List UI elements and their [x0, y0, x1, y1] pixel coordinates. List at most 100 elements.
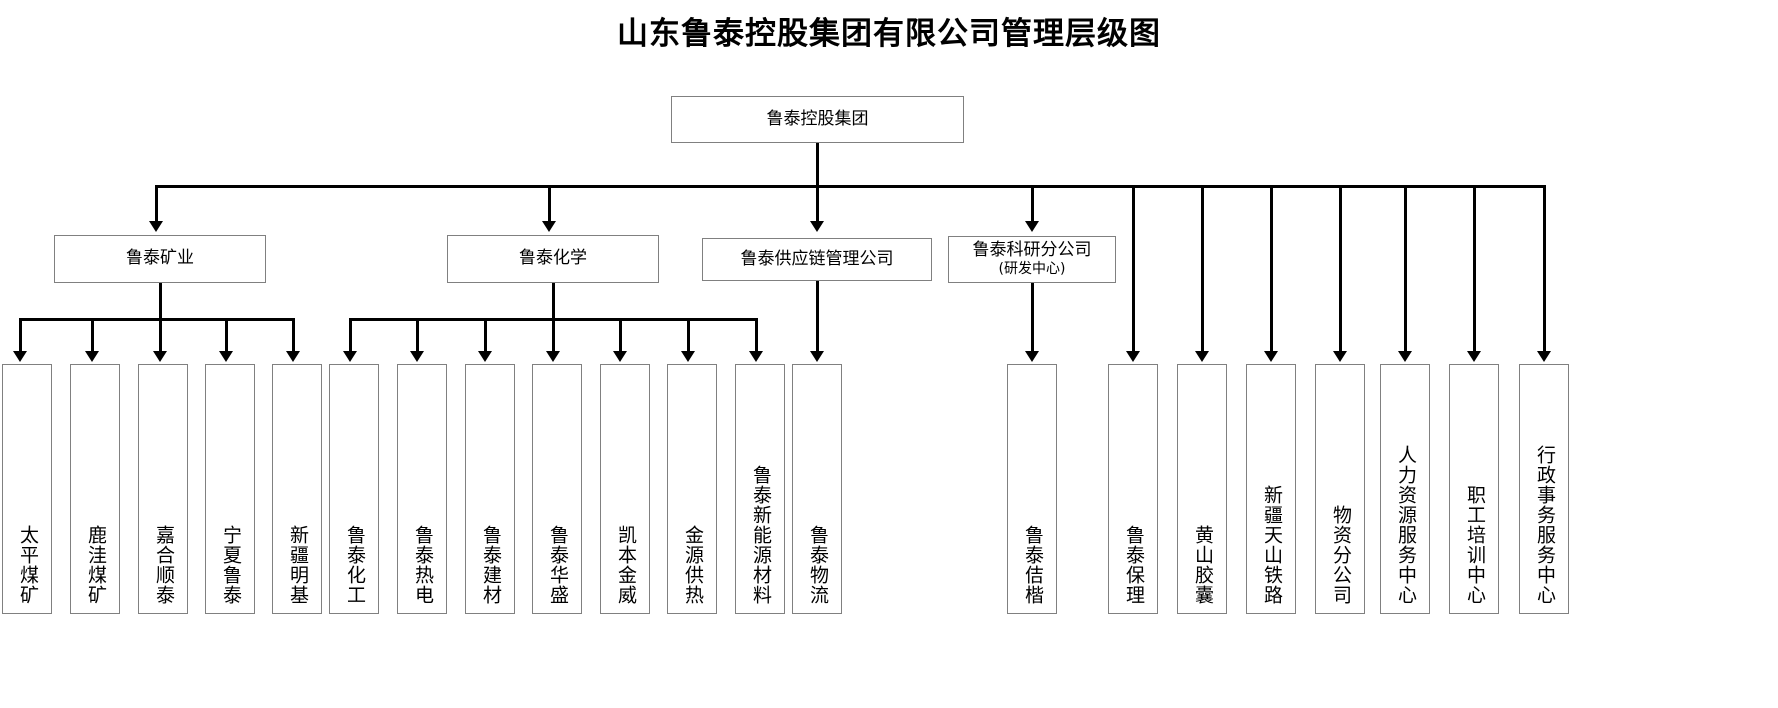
arrow-direct-2	[1195, 351, 1209, 362]
arrow-mining	[149, 221, 163, 232]
leaf-mining-2-label: 嘉合顺泰	[152, 525, 175, 605]
connector-chemical-child-0	[349, 318, 352, 353]
connector-mining-child-0	[19, 318, 22, 353]
arrow-direct-5	[1398, 351, 1412, 362]
arrow-mining-child-2	[153, 351, 167, 362]
connector-bus-to-chemical	[548, 185, 551, 223]
leaf-chemical-6[interactable]: 鲁泰新能源材料	[735, 364, 785, 614]
leaf-supplychain-0-label: 鲁泰物流	[806, 525, 829, 605]
connector-bus-to-direct-1	[1132, 185, 1135, 353]
node-division-0-label: 鲁泰矿业	[126, 248, 194, 269]
leaf-chemical-0-label: 鲁泰化工	[343, 525, 366, 605]
node-division-3-sublabel: (研发中心)	[998, 261, 1066, 278]
arrow-supplychain	[810, 221, 824, 232]
arrow-mining-child-1	[85, 351, 99, 362]
node-division-1[interactable]: 鲁泰化学	[447, 235, 659, 283]
leaf-direct-6-label: 职工培训中心	[1463, 485, 1486, 605]
leaf-direct-6[interactable]: 职工培训中心	[1449, 364, 1499, 614]
leaf-chemical-0[interactable]: 鲁泰化工	[329, 364, 379, 614]
leaf-mining-0[interactable]: 太平煤矿	[2, 364, 52, 614]
connector-chemical-child-5	[687, 318, 690, 353]
connector-chemical-child-1	[416, 318, 419, 353]
leaf-chemical-4-label: 凯本金威	[614, 525, 637, 605]
node-division-1-label: 鲁泰化学	[519, 248, 587, 269]
arrow-chemical-child-5	[681, 351, 695, 362]
connector-mining-bus	[19, 318, 294, 321]
page-title: 山东鲁泰控股集团有限公司管理层级图	[617, 16, 1161, 52]
arrow-direct-1	[1126, 351, 1140, 362]
leaf-chemical-1-label: 鲁泰热电	[411, 525, 434, 605]
arrow-chemical-child-2	[478, 351, 492, 362]
connector-bus-to-direct-2	[1201, 185, 1204, 353]
leaf-mining-0-label: 太平煤矿	[16, 525, 39, 605]
connector-mining-down	[159, 283, 162, 320]
connector-supplychain-down	[816, 281, 819, 353]
node-division-3[interactable]: 鲁泰科研分公司 (研发中心)	[948, 236, 1116, 283]
connector-chemical-down	[552, 283, 555, 320]
arrow-mining-child-3	[219, 351, 233, 362]
node-division-0[interactable]: 鲁泰矿业	[54, 235, 266, 283]
connector-main-bus	[155, 185, 1546, 188]
leaf-direct-7-label: 行政事务服务中心	[1533, 445, 1556, 605]
leaf-chemical-3-label: 鲁泰华盛	[546, 525, 569, 605]
node-division-2-label: 鲁泰供应链管理公司	[740, 248, 894, 269]
connector-bus-to-direct-3	[1270, 185, 1273, 353]
arrow-direct-6	[1467, 351, 1481, 362]
arrow-direct-4	[1333, 351, 1347, 362]
connector-mining-child-2	[159, 318, 162, 353]
leaf-chemical-3[interactable]: 鲁泰华盛	[532, 364, 582, 614]
arrow-research-child-0	[1025, 351, 1039, 362]
leaf-direct-2-label: 黄山胶囊	[1191, 525, 1214, 605]
leaf-direct-0[interactable]: 鲁泰佶楷	[1007, 364, 1057, 614]
leaf-direct-5-label: 人力资源服务中心	[1394, 445, 1417, 605]
arrow-mining-child-4	[286, 351, 300, 362]
leaf-chemical-6-label: 鲁泰新能源材料	[749, 465, 772, 605]
leaf-chemical-2-label: 鲁泰建材	[479, 525, 502, 605]
leaf-mining-2[interactable]: 嘉合顺泰	[138, 364, 188, 614]
arrow-mining-child-0	[13, 351, 27, 362]
leaf-direct-3[interactable]: 新疆天山铁路	[1246, 364, 1296, 614]
leaf-mining-1-label: 鹿洼煤矿	[84, 525, 107, 605]
connector-bus-to-research	[1031, 185, 1034, 223]
arrow-chemical	[542, 221, 556, 232]
leaf-chemical-1[interactable]: 鲁泰热电	[397, 364, 447, 614]
connector-chemical-child-3	[552, 318, 555, 353]
arrow-direct-3	[1264, 351, 1278, 362]
node-division-2[interactable]: 鲁泰供应链管理公司	[702, 238, 932, 281]
leaf-mining-4[interactable]: 新疆明基	[272, 364, 322, 614]
leaf-direct-5[interactable]: 人力资源服务中心	[1380, 364, 1430, 614]
connector-chemical-child-4	[619, 318, 622, 353]
node-root[interactable]: 鲁泰控股集团	[671, 96, 964, 143]
leaf-direct-2[interactable]: 黄山胶囊	[1177, 364, 1227, 614]
connector-mining-child-1	[91, 318, 94, 353]
arrow-chemical-child-4	[613, 351, 627, 362]
leaf-direct-0-label: 鲁泰佶楷	[1021, 525, 1044, 605]
leaf-direct-3-label: 新疆天山铁路	[1260, 485, 1283, 605]
leaf-direct-7[interactable]: 行政事务服务中心	[1519, 364, 1569, 614]
node-division-3-label: 鲁泰科研分公司	[972, 240, 1092, 261]
leaf-direct-1-label: 鲁泰保理	[1122, 525, 1145, 605]
arrow-research	[1025, 221, 1039, 232]
connector-chemical-child-2	[484, 318, 487, 353]
node-root-label: 鲁泰控股集团	[766, 108, 869, 129]
leaf-mining-1[interactable]: 鹿洼煤矿	[70, 364, 120, 614]
connector-bus-to-direct-7	[1543, 185, 1546, 353]
leaf-chemical-5[interactable]: 金源供热	[667, 364, 717, 614]
arrow-chemical-child-3	[546, 351, 560, 362]
connector-bus-to-direct-4	[1339, 185, 1342, 353]
leaf-supplychain-0[interactable]: 鲁泰物流	[792, 364, 842, 614]
connector-chemical-child-6	[755, 318, 758, 353]
leaf-mining-3-label: 宁夏鲁泰	[219, 525, 242, 605]
connector-mining-child-4	[292, 318, 295, 353]
arrow-direct-7	[1537, 351, 1551, 362]
leaf-mining-3[interactable]: 宁夏鲁泰	[205, 364, 255, 614]
leaf-chemical-4[interactable]: 凯本金威	[600, 364, 650, 614]
leaf-chemical-2[interactable]: 鲁泰建材	[465, 364, 515, 614]
arrow-chemical-child-6	[749, 351, 763, 362]
arrow-chemical-child-0	[343, 351, 357, 362]
leaf-direct-1[interactable]: 鲁泰保理	[1108, 364, 1158, 614]
connector-research-down	[1031, 283, 1034, 353]
leaf-direct-4[interactable]: 物资分公司	[1315, 364, 1365, 614]
connector-bus-to-supplychain	[816, 185, 819, 223]
